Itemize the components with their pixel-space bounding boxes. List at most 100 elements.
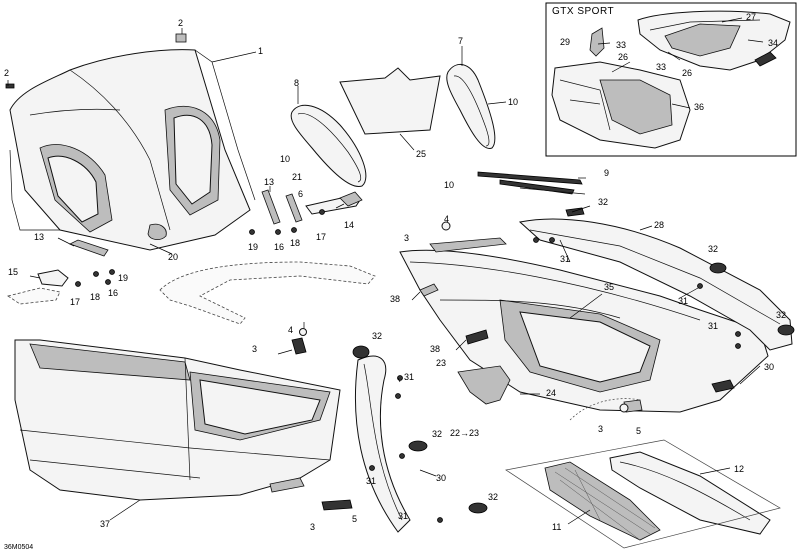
callout-3a: 3	[252, 344, 257, 354]
hinge-bracket-lower	[68, 239, 109, 257]
callout-10c: 10	[444, 180, 454, 190]
rail-bumpers	[565, 207, 795, 336]
rail-dots	[533, 237, 741, 349]
hardware-dots	[75, 209, 325, 287]
callout-16b: 16	[108, 288, 118, 298]
svg-text:29: 29	[560, 37, 570, 47]
callout-17a: 17	[316, 232, 326, 242]
callout-32f: 32	[488, 492, 498, 502]
foam-pad-12	[609, 451, 771, 535]
callout-30a: 30	[764, 362, 774, 372]
callout-38b: 38	[430, 344, 440, 354]
callout-4a: 4	[288, 325, 293, 335]
callout-32b: 32	[708, 244, 718, 254]
callout-22-23: 22→23	[450, 428, 479, 438]
callout-18b: 18	[90, 292, 100, 302]
strip-dots	[369, 375, 443, 523]
inset-upper-panel	[637, 10, 791, 71]
callout-3b: 3	[404, 233, 409, 243]
front-hood-panel	[9, 49, 256, 251]
callout-6: 6	[298, 189, 303, 199]
callout-30b: 30	[436, 473, 446, 483]
hood-clip	[175, 33, 187, 43]
callout-20: 20	[168, 252, 178, 262]
callout-31a: 31	[560, 254, 570, 264]
dashed-zone-arc	[569, 398, 641, 421]
upper-rail-28	[518, 218, 793, 351]
callout-2b: 2	[4, 68, 9, 78]
svg-text:27: 27	[746, 12, 756, 22]
callout-1: 1	[258, 46, 263, 56]
callout-28: 28	[654, 220, 664, 230]
vent-grille-left	[290, 104, 367, 187]
gtx-sport-inset: GTX SPORT 27 29 33 26 33	[545, 2, 797, 157]
svg-text:26: 26	[618, 52, 628, 62]
svg-text:34: 34	[768, 38, 778, 48]
svg-text:33: 33	[616, 40, 626, 50]
callout-5a: 5	[636, 426, 641, 436]
callout-5b: 5	[352, 514, 357, 524]
svg-text:33: 33	[656, 62, 666, 72]
bracket-23	[457, 365, 511, 405]
callout-14: 14	[344, 220, 354, 230]
inset-small-bracket	[589, 27, 605, 57]
latch-strap	[321, 499, 353, 511]
callout-15: 15	[8, 267, 18, 277]
callout-37: 37	[100, 519, 110, 529]
foam-shield	[339, 67, 441, 135]
decal-38	[419, 283, 489, 345]
rubber-bumper-mid	[408, 440, 428, 452]
callout-25: 25	[416, 149, 426, 159]
inset-latch-bar	[754, 51, 777, 67]
callout-9: 9	[604, 168, 609, 178]
callout-4b: 4	[444, 214, 449, 224]
rubber-bumper-top	[352, 345, 370, 359]
callout-13a: 13	[264, 177, 274, 187]
callout-23a: 23	[436, 358, 446, 368]
callout-32a: 32	[598, 197, 608, 207]
callout-7: 7	[458, 36, 463, 46]
callout-13b: 13	[34, 232, 44, 242]
callout-31b: 31	[678, 296, 688, 306]
callout-16a: 16	[274, 242, 284, 252]
callout-3d: 3	[310, 522, 315, 532]
left-side-panel	[14, 339, 341, 501]
callout-labels: 1 2 2 8 7 10 10 25 10 9 13 21 6 14 17 16…	[4, 18, 786, 532]
callout-35: 35	[604, 282, 614, 292]
svg-text:26: 26	[682, 68, 692, 78]
callout-3c: 3	[598, 424, 603, 434]
small-bracket-15	[37, 269, 69, 287]
callout-19b: 19	[118, 273, 128, 283]
foam-outline	[505, 439, 781, 549]
callout-2a: 2	[178, 18, 183, 28]
callout-18a: 18	[290, 238, 300, 248]
decal-stripes	[477, 171, 586, 195]
foam-pad-11	[544, 461, 661, 541]
latch-hook	[291, 328, 307, 355]
callout-17b: 17	[70, 297, 80, 307]
drawing-code: 36M0504	[4, 544, 33, 551]
callout-10a: 10	[508, 97, 518, 107]
callout-38a: 38	[390, 294, 400, 304]
rubber-bumper-low	[468, 502, 488, 514]
callout-12: 12	[734, 464, 744, 474]
inset-lower-body	[551, 61, 691, 149]
vent-grille-right	[446, 64, 496, 149]
callout-8: 8	[294, 78, 299, 88]
svg-text:36: 36	[694, 102, 704, 112]
callout-32e: 32	[432, 429, 442, 439]
callout-31f: 31	[398, 511, 408, 521]
callout-21: 21	[292, 172, 302, 182]
hinge-arm	[261, 189, 363, 225]
hood-latch-3	[429, 221, 507, 253]
latch-parts-3-5	[619, 399, 643, 413]
callout-10b: 10	[280, 154, 290, 164]
inset-leaders	[597, 17, 764, 109]
callout-32d: 32	[372, 331, 382, 341]
callout-31d: 31	[404, 372, 414, 382]
inset-title: GTX SPORT	[552, 6, 614, 17]
front-side-strip	[354, 355, 411, 533]
callout-32c: 32	[776, 310, 786, 320]
callout-24: 24	[546, 388, 556, 398]
